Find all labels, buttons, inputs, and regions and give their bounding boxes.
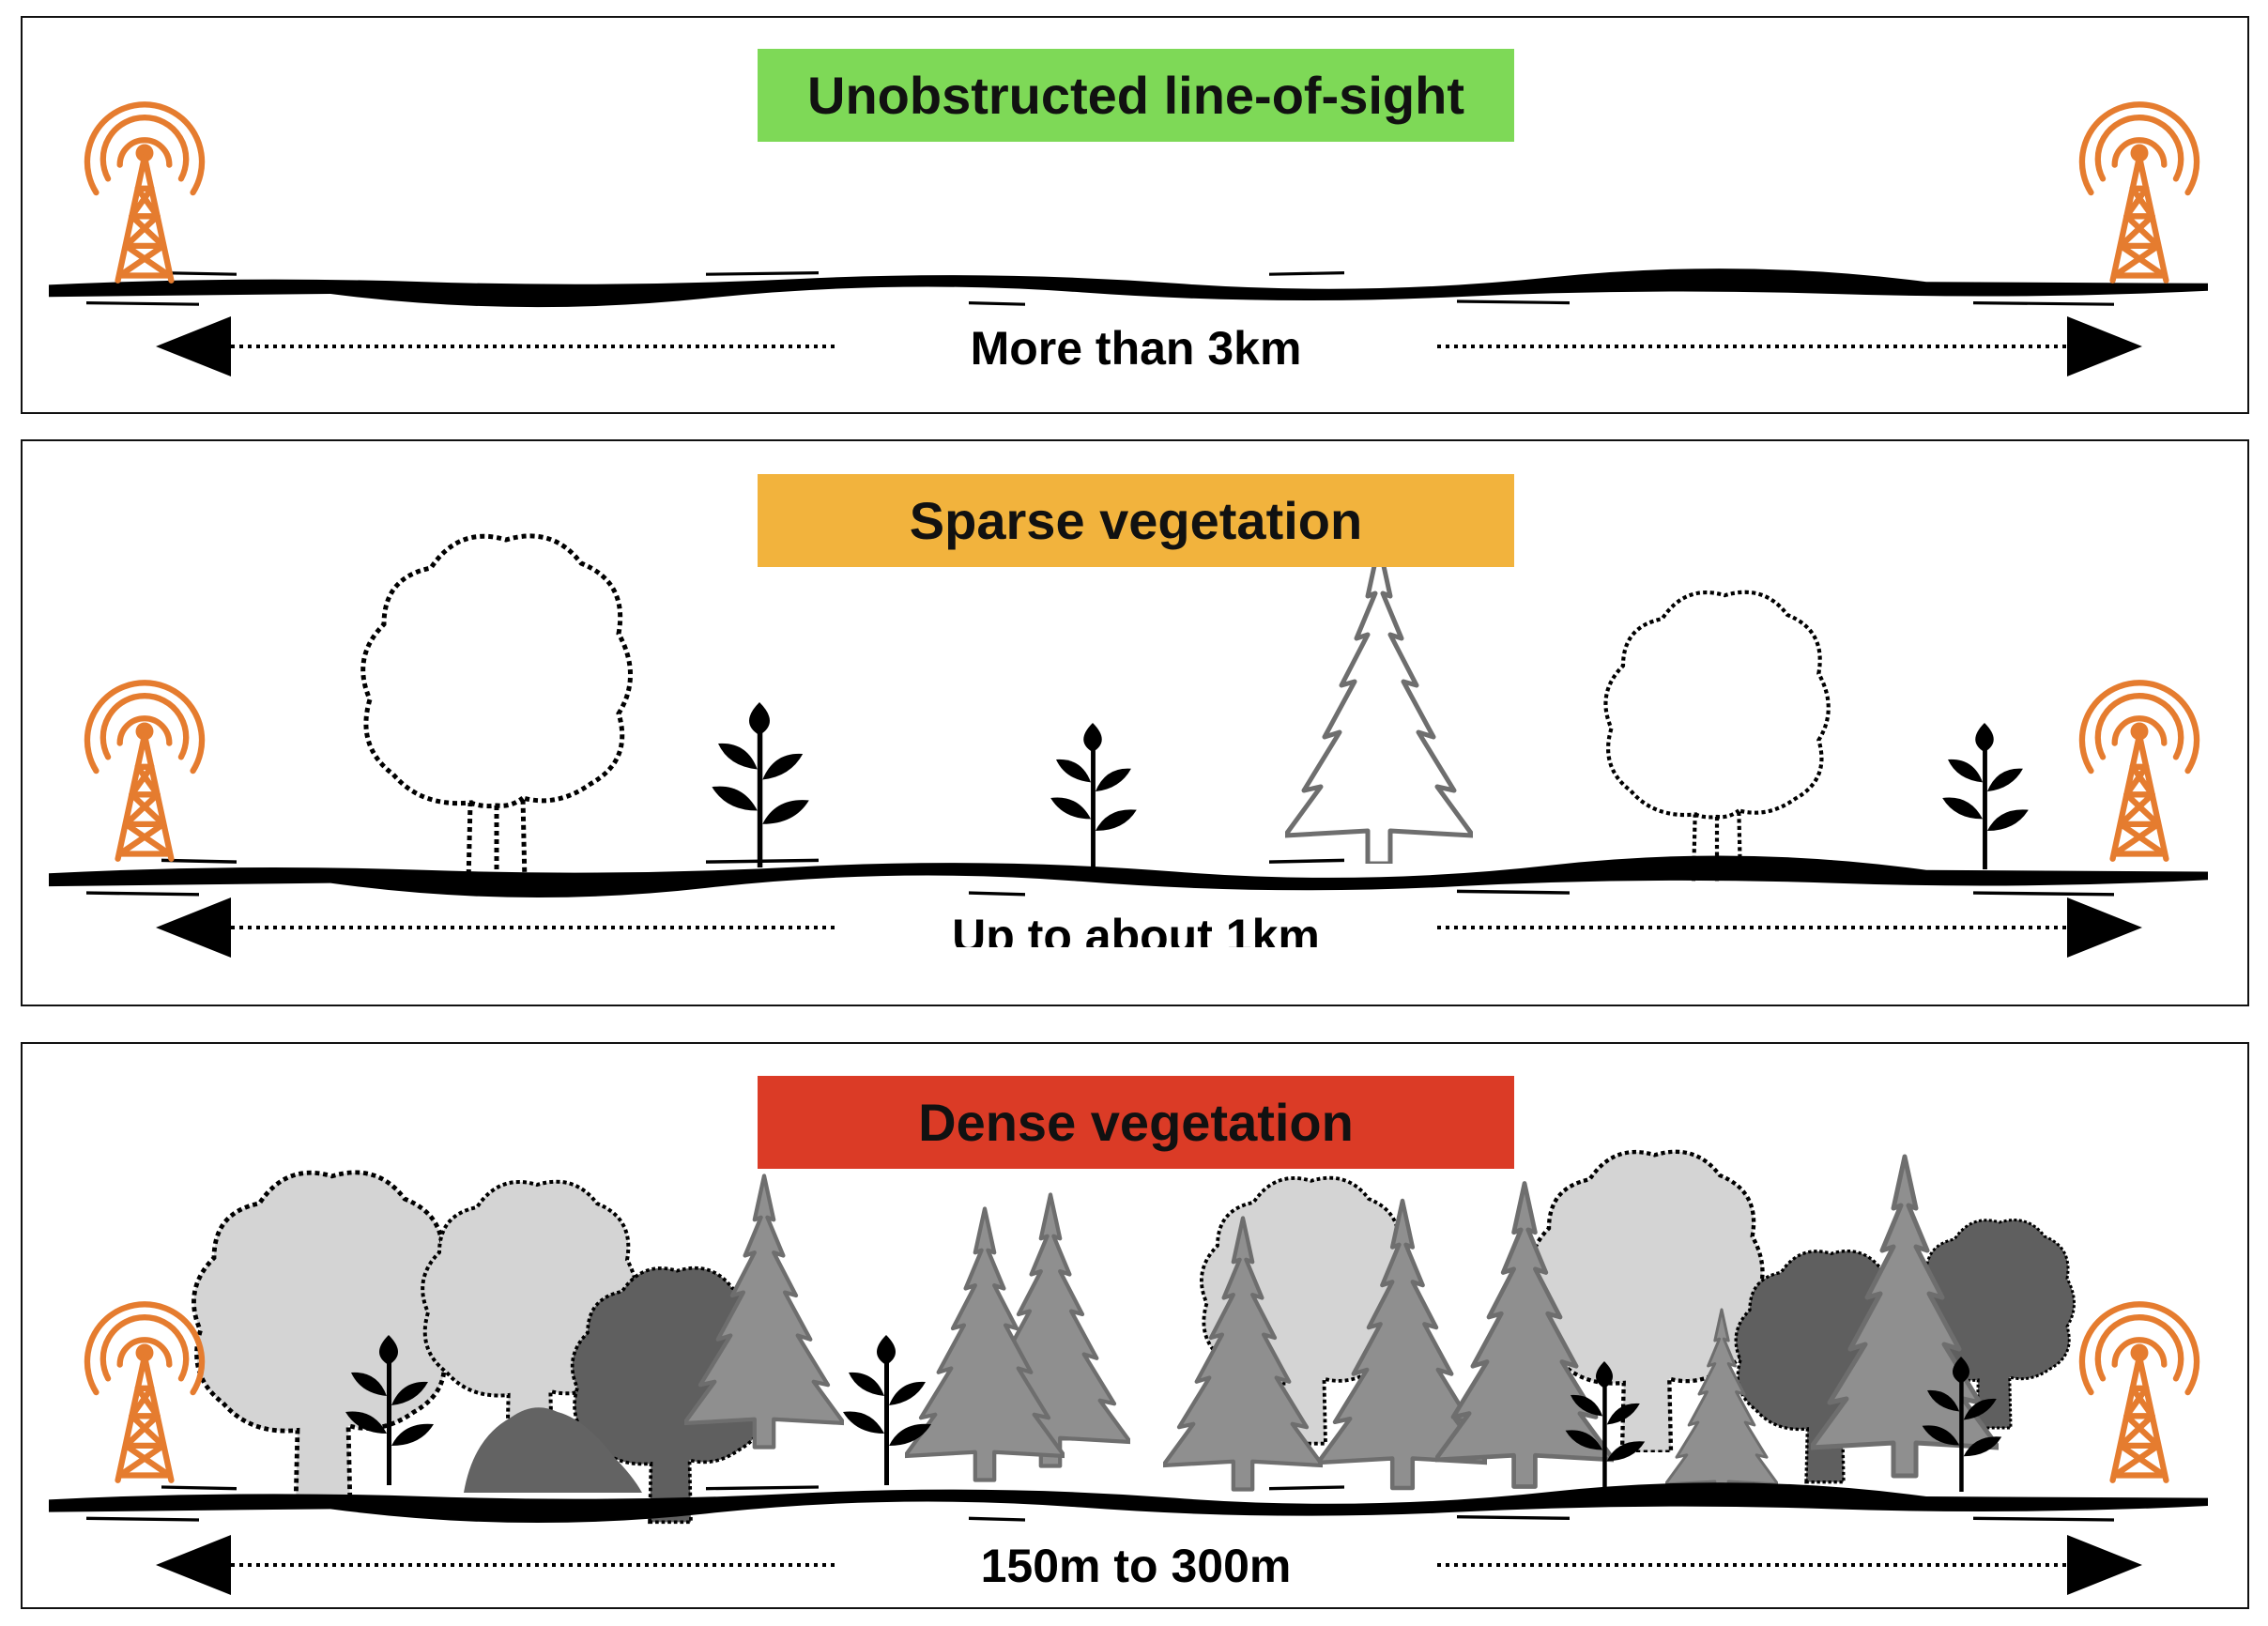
panel-title: Sparse vegetation <box>758 474 1514 567</box>
panel-title: Dense vegetation <box>758 1076 1514 1169</box>
radio-tower-icon <box>87 104 202 280</box>
distance-label: 150m to 300m <box>839 1538 1433 1594</box>
deciduous-tree-icon <box>363 536 631 882</box>
panel-unobstructed: Unobstructed line-of-sight More than 3km <box>21 16 2249 414</box>
sapling-icon <box>1050 723 1137 869</box>
ground-strip <box>49 267 2208 309</box>
panel-dense: Dense vegetation 150m to 300m <box>21 1042 2249 1609</box>
deciduous-tree-icon <box>193 1173 452 1508</box>
panel-sparse-scene <box>49 441 2208 958</box>
radio-tower-icon <box>2082 104 2197 280</box>
panel-sparse: Sparse vegetation Up to about 1km <box>21 439 2249 1006</box>
rock-icon <box>464 1407 642 1493</box>
panel-title: Unobstructed line-of-sight <box>758 49 1514 142</box>
sapling-icon <box>1942 723 2029 869</box>
radio-tower-icon <box>2082 683 2197 858</box>
sapling-icon <box>843 1335 931 1485</box>
distance-label: Up to about 1km <box>839 908 1433 947</box>
panel-unobstructed-scene <box>49 18 2208 376</box>
radio-tower-icon <box>2082 1304 2197 1480</box>
pine-tree-icon <box>1285 545 1473 864</box>
ground-strip <box>49 1480 2208 1525</box>
sapling-icon <box>712 702 809 867</box>
radio-tower-icon <box>87 1304 202 1480</box>
panel-dense-scene <box>49 1044 2208 1595</box>
ground-strip <box>49 853 2208 899</box>
distance-label: More than 3km <box>839 320 1433 376</box>
deciduous-tree-icon <box>1605 592 1828 882</box>
radio-tower-icon <box>87 683 202 858</box>
